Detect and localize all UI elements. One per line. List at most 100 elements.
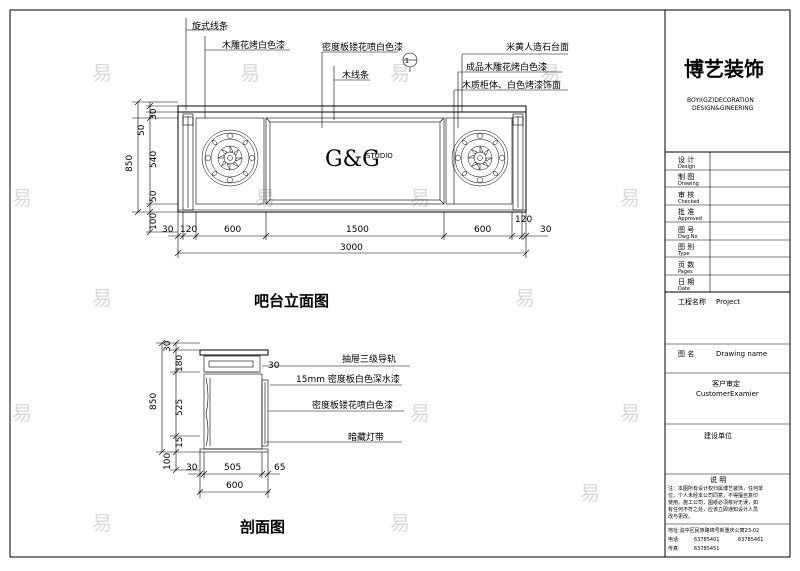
watermark: 易: [540, 61, 560, 85]
dim-elev-v6: 100: [149, 213, 159, 230]
section-front-panel: [261, 379, 269, 447]
builder-label: 建设单位: [704, 431, 732, 440]
center-panel: [265, 117, 445, 205]
callout-drawer-rail: 抽屉三级导轨: [342, 353, 396, 365]
dim-elev-h4: 1500: [346, 225, 369, 235]
watermark: 易: [12, 186, 32, 210]
elevation-horizontal-dims: [168, 212, 548, 258]
customer-label: 客户审定: [712, 379, 740, 388]
dim-elev-h6: 120: [515, 215, 532, 225]
watermark: 易: [92, 511, 112, 535]
callout-hidden-light: 暗藏灯带: [348, 431, 384, 443]
dim-elev-v3: 540: [149, 151, 159, 168]
callout-wood-strip: 木线条: [342, 69, 369, 81]
note-line: 位、个人未经本公司同意，不得擅自复印: [668, 492, 758, 499]
dim-elev-h2: 120: [180, 225, 197, 235]
section-title: 剖面图: [240, 518, 285, 536]
callout-molding: 旋式线条: [192, 20, 228, 32]
elevation-view: G&G STUDIO 旋式线条 木雕花烤白色漆 密度板镂花喷白色漆 木线条: [125, 18, 569, 310]
tb-row-label: 日 期: [678, 278, 694, 286]
section-top: [199, 349, 269, 356]
note-line: 有任何不符之处，应该立即通知设计人员: [668, 506, 758, 513]
phone-1: 63785401: [694, 537, 719, 543]
dim-elev-h3: 600: [224, 225, 241, 235]
tb-row-label: 页 数: [678, 260, 694, 269]
elevation-title: 吧台立面图: [254, 292, 329, 310]
watermark: 易: [92, 61, 112, 85]
left-rosette: [201, 129, 259, 187]
watermark: 易: [620, 401, 640, 425]
note-line: 注：本图所有设计权归属博艺装饰，任何单: [668, 485, 763, 492]
company-name: 博艺装饰: [684, 57, 764, 81]
callout-mdf-carved: 密度板镂花喷白色漆: [312, 399, 393, 411]
note-line: 改与更改。: [668, 513, 693, 520]
tb-row-label: 设 计: [678, 155, 694, 164]
watermark: 易: [620, 186, 640, 210]
project-label-en: Project: [716, 298, 740, 306]
tb-row-en: Type: [677, 251, 689, 257]
tb-row-en: Design: [678, 164, 695, 170]
countertop: [177, 105, 527, 113]
dim-elev-total: 3000: [340, 243, 363, 253]
tb-row-en: Checked: [678, 199, 699, 205]
dim-elev-h7: 30: [540, 225, 552, 235]
right-rosette: [451, 129, 509, 187]
tb-row-en: Dwg.No: [678, 234, 698, 240]
address: 地址:渝中区民族路锦号新重庆公寓23-02: [668, 527, 759, 534]
dim-sec-v4: 850: [149, 393, 159, 410]
dim-sec-right: 30: [268, 361, 280, 371]
dim-sec-v1: 30: [163, 340, 173, 352]
notes-title: 说 明: [710, 475, 726, 484]
dim-sec-v3: 525: [175, 399, 185, 416]
watermark: 易: [410, 401, 430, 425]
tb-row-label: 图 号: [678, 226, 694, 234]
right-pilaster: [512, 113, 524, 211]
dim-sec-v2: 180: [175, 355, 185, 372]
section-horizontal-dims: [188, 452, 280, 498]
watermark: 易: [390, 511, 410, 535]
tb-row-en: Approved: [678, 216, 702, 222]
watermark: 易: [410, 186, 430, 210]
tb-row-en: Pages: [678, 269, 693, 275]
company-en-1: BOYI(GZ)DECORATION: [687, 97, 754, 104]
tb-row-label: 图 别: [678, 242, 694, 251]
note-line: 使用。施工公司，图纸必须核对无误，如: [668, 499, 758, 506]
counter-body: [177, 111, 527, 213]
callout-mdf-15: 15mm 密度板白色深水漆: [296, 373, 400, 385]
dim-elev-h1: 30: [162, 225, 174, 235]
watermark: 易: [390, 61, 410, 85]
dim-elev-v5: 850: [125, 155, 135, 172]
callout-carved-finished: 成品木雕花烤白色漆: [466, 61, 547, 73]
phone-label: 电话:: [668, 536, 680, 543]
dim-elev-v1: 30: [149, 108, 159, 120]
project-label: 工程名称: [678, 297, 706, 306]
tb-row-label: 制 图: [678, 172, 694, 181]
callout-mdf-paint: 密度板镂花喷白色漆: [322, 41, 403, 53]
tb-row-label: 审 核: [678, 190, 694, 199]
tb-row-en: Drawing: [678, 181, 699, 187]
section-vertical-dims: [156, 339, 200, 474]
dim-sec-v6: 100: [163, 453, 173, 470]
customer-en: CustomerExamier: [696, 390, 759, 398]
drawing-name-label: 图 名: [678, 349, 694, 358]
title-block: 博艺装饰 BOYI(GZ)DECORATION DESIGN&GINEERING…: [664, 10, 790, 557]
tb-row-en: Date: [678, 286, 690, 292]
watermark: 易: [580, 481, 600, 505]
company-en-2: DESIGN&GINEERING: [692, 105, 754, 112]
leader-lines: [185, 18, 568, 204]
section-view: 抽屉三级导轨 15mm 密度板白色深水漆 密度板镂花喷白色漆 暗藏灯带 30 1…: [149, 339, 410, 536]
watermark: 易: [515, 286, 535, 310]
dim-sec-h4: 600: [226, 481, 243, 491]
section-drawer: [203, 355, 261, 373]
dim-elev-v4: 50: [149, 190, 159, 202]
elevation-vertical-dims: [132, 98, 178, 236]
dim-sec-v5: 15: [175, 437, 185, 448]
callout-carved-white: 木雕花烤白色漆: [222, 39, 285, 51]
watermark: 易: [255, 186, 275, 210]
dim-sec-h1: 30: [186, 463, 198, 473]
tb-row-label: 批 准: [678, 207, 694, 216]
section-body: [203, 373, 263, 450]
logo-text: G&G: [325, 147, 380, 172]
dim-elev-h5: 600: [474, 225, 491, 235]
left-pilaster: [182, 113, 194, 211]
